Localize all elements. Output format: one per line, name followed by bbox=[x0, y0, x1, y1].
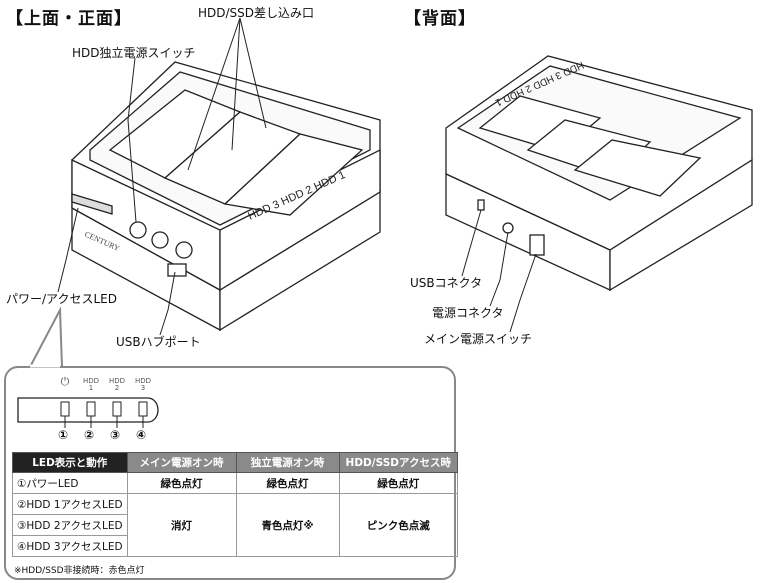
table-cell: 緑色点灯 bbox=[235, 472, 340, 494]
led-number-2: ② bbox=[84, 428, 95, 442]
led-number-3: ③ bbox=[110, 428, 121, 442]
power-led-callout: パワー/アクセスLED bbox=[6, 292, 117, 306]
table-header: 独立電源オン時 bbox=[235, 452, 340, 473]
table-cell: 緑色点灯 bbox=[338, 472, 458, 494]
slot-callout: HDD/SSD差し込み口 bbox=[198, 6, 315, 20]
led-number-1: ① bbox=[58, 428, 69, 442]
row-label: ①パワーLED bbox=[12, 472, 128, 494]
table-row: ①パワーLED 緑色点灯 緑色点灯 緑色点灯 bbox=[12, 472, 458, 494]
back-device bbox=[445, 55, 753, 292]
power-connector-callout: 電源コネクタ bbox=[432, 306, 504, 320]
main-switch-callout: メイン電源スイッチ bbox=[424, 332, 533, 346]
row-label: ④HDD 3アクセスLED bbox=[12, 535, 128, 557]
usb-hub-callout: USBハブポート bbox=[116, 335, 201, 349]
led-behavior-table: LED表示と動作 メイン電源オン時 独立電源オン時 HDD/SSDアクセス時 ①… bbox=[12, 452, 458, 557]
power-symbol-icon: ⏻ bbox=[60, 375, 70, 388]
table-row: ③HDD 2アクセスLED bbox=[12, 514, 458, 536]
front-device bbox=[71, 61, 381, 332]
front-view-heading: 【上面・正面】 bbox=[6, 9, 132, 29]
table-cell: ピンク色点滅 bbox=[338, 493, 458, 557]
table-header-row: LED表示と動作 メイン電源オン時 独立電源オン時 HDD/SSDアクセス時 bbox=[12, 452, 458, 473]
footnote: ※HDD/SSD非接続時：赤色点灯 bbox=[14, 566, 145, 576]
back-view-heading: 【背面】 bbox=[404, 9, 476, 29]
table-cell: 消灯 bbox=[126, 493, 237, 557]
usb-connector-callout: USBコネクタ bbox=[410, 276, 483, 290]
table-row: ④HDD 3アクセスLED bbox=[12, 535, 458, 557]
table-header: HDD/SSDアクセス時 bbox=[338, 452, 458, 473]
table-cell: 青色点灯※ bbox=[235, 493, 340, 557]
row-label: ③HDD 2アクセスLED bbox=[12, 514, 128, 536]
table-row: ②HDD 1アクセスLED 消灯 青色点灯※ ピンク色点滅 bbox=[12, 493, 458, 557]
table-cell: 緑色点灯 bbox=[126, 472, 237, 494]
table-header: メイン電源オン時 bbox=[126, 452, 237, 473]
led-number-4: ④ bbox=[136, 428, 147, 442]
row-label: ②HDD 1アクセスLED bbox=[12, 493, 128, 515]
table-header: LED表示と動作 bbox=[12, 452, 128, 473]
hdd-switch-callout: HDD独立電源スイッチ bbox=[72, 46, 196, 60]
